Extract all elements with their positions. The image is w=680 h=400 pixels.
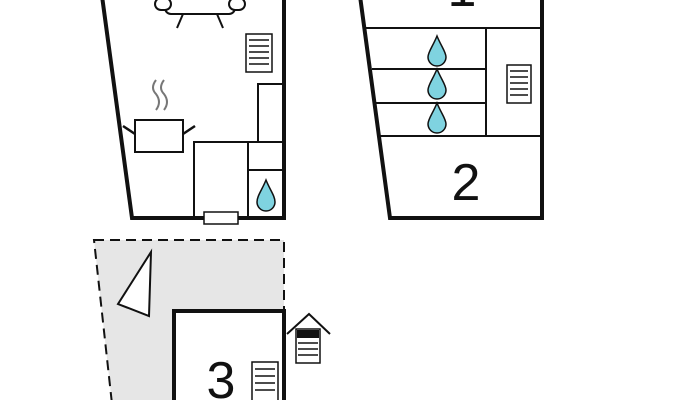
water-drop-icon	[427, 100, 447, 134]
cooking-pot-icon	[122, 79, 196, 153]
room-number-2: 2	[452, 154, 481, 212]
kitchen-counter	[193, 141, 249, 219]
bath-lower-compartment	[247, 169, 285, 219]
right-floor: 1 2	[358, 0, 544, 220]
terrace-icon	[116, 248, 153, 318]
water-drop-icon	[256, 177, 276, 212]
entrance-door	[203, 211, 239, 225]
sofa-icon	[154, 0, 246, 29]
radiator-icon	[506, 64, 532, 104]
radiator-icon	[245, 33, 273, 73]
radiator-icon	[251, 361, 279, 400]
water-drop-icon	[427, 33, 447, 67]
room-number-1: 1	[448, 0, 477, 18]
bottom-floor: 3	[92, 239, 331, 400]
water-drop-icon	[427, 66, 447, 100]
house-icon	[286, 312, 331, 364]
right-floor-outline	[358, 0, 544, 220]
wall-cabinet	[257, 83, 285, 143]
room-number-3: 3	[207, 352, 236, 400]
left-floor	[100, 0, 286, 225]
bath-upper-compartment	[247, 141, 285, 171]
